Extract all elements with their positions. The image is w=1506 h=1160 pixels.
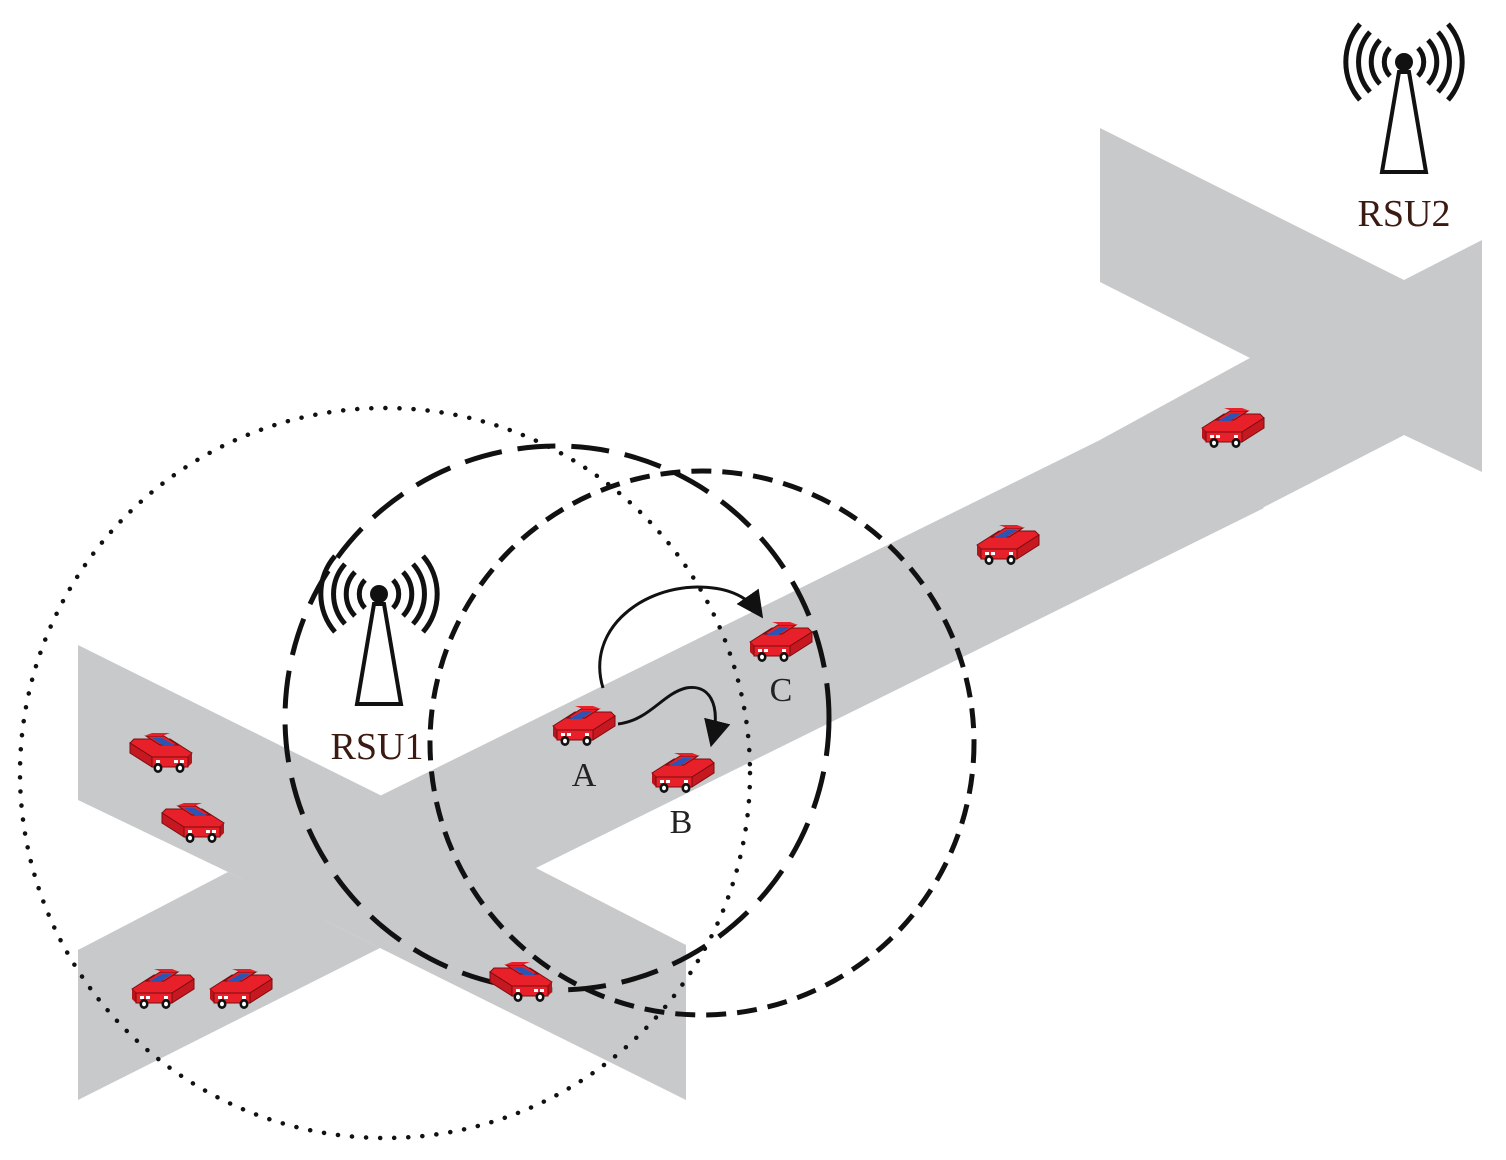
range-circle-long-dashed: [282, 443, 832, 993]
node-label-C: C: [770, 672, 793, 709]
radio-tower-icon: [321, 556, 437, 704]
link-A-to-C: [598, 585, 764, 689]
node-label-A: A: [572, 757, 597, 794]
communication-links: [598, 585, 764, 748]
rsu2-label: RSU2: [1358, 193, 1451, 235]
radio-tower-icon: [1346, 24, 1462, 172]
road-network: [78, 128, 1482, 1100]
link-A-to-B: [617, 685, 731, 748]
road-main-body: [230, 440, 1264, 948]
rsu1-label: RSU1: [331, 726, 424, 768]
coverage-ranges: [17, 405, 977, 1141]
range-circle-short-dashed: [427, 468, 977, 1018]
road-right-join: [1100, 280, 1404, 508]
range-circle-dotted: [17, 405, 753, 1141]
rsu2-tower: [1346, 24, 1462, 172]
rsu1-tower: [321, 556, 437, 704]
node-label-B: B: [670, 804, 693, 841]
